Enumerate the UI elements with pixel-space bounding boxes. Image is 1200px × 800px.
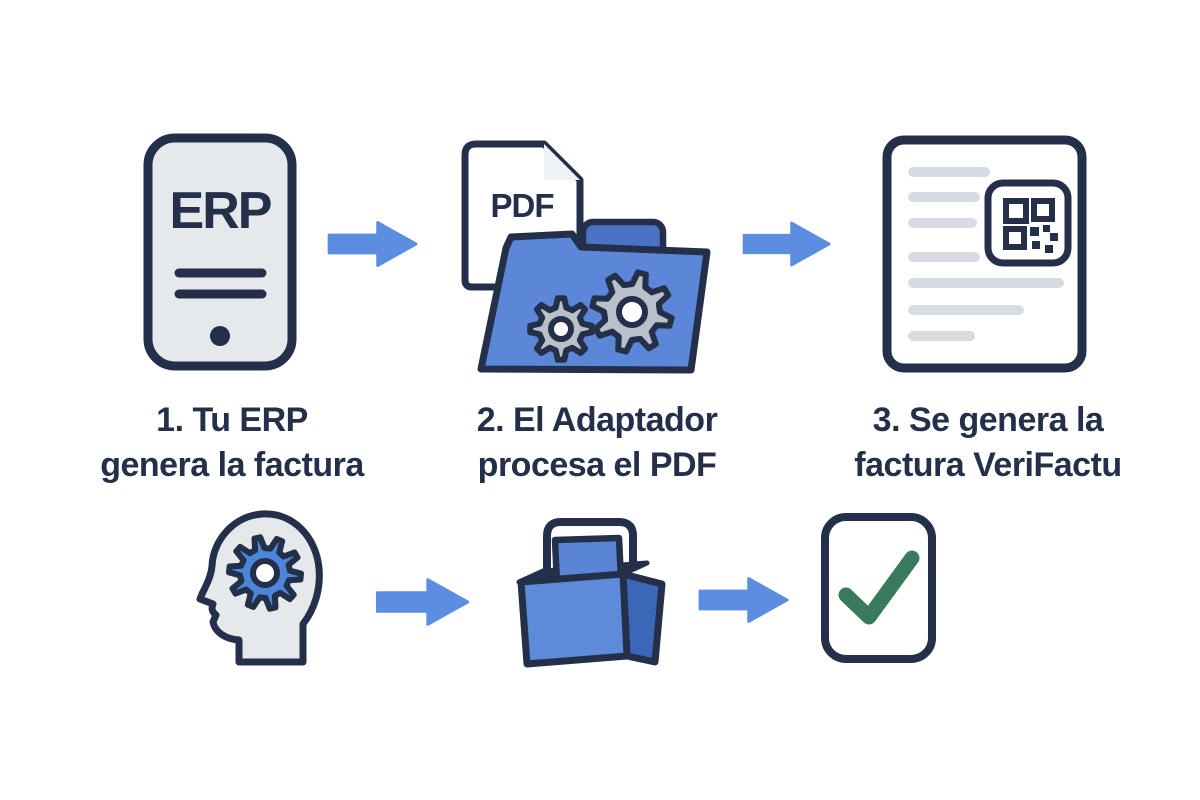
- checkmark-icon: [838, 550, 920, 625]
- erp-device-icon: ERP: [143, 133, 297, 371]
- erp-device-body: [143, 133, 297, 371]
- approved-page: [821, 513, 936, 663]
- processing-box-icon: [516, 518, 666, 668]
- step-2-label: 2. El Adaptador procesa el PDF: [407, 398, 787, 488]
- arrow-right-icon: [375, 578, 470, 626]
- pdf-document-fold: [544, 144, 580, 180]
- erp-device-label: ERP: [170, 182, 271, 240]
- arrow-right-icon: [742, 221, 831, 267]
- step-3-label: 3. Se genera la factura VeriFactu: [798, 398, 1178, 488]
- step-1-label-line-1: 1. Tu ERP: [156, 401, 308, 439]
- box-handle: [543, 518, 637, 572]
- step-2-label-line-2: procesa el PDF: [477, 445, 717, 484]
- arrow-right-icon: [698, 577, 789, 623]
- arrow-shape: [698, 577, 789, 623]
- head-with-gear-icon: [196, 510, 323, 666]
- step-3-label-line-2: factura VeriFactu: [854, 445, 1122, 484]
- gear-hub: [548, 316, 574, 342]
- step-1-label-line-2: genera la factura: [100, 445, 364, 484]
- gear-hub: [616, 296, 648, 328]
- step-1-label: 1. Tu ERP genera la factura: [32, 398, 432, 488]
- invoice-text-lines: [908, 167, 1064, 341]
- arrow-shape: [742, 221, 831, 267]
- box-front-face: [517, 570, 631, 668]
- pdf-document-label: PDF: [491, 187, 554, 224]
- qr-code-icon: [1003, 198, 1058, 253]
- arrow-right-icon: [327, 221, 418, 267]
- arrow-shape: [327, 221, 418, 267]
- step-3-label-line-1: 3. Se genera la: [872, 401, 1104, 439]
- approved-document-icon: [821, 513, 936, 663]
- arrow-shape: [375, 578, 470, 626]
- pdf-folder-gears-icon: PDF: [461, 140, 711, 374]
- step-2-label-line-1: 2. El Adaptador: [476, 401, 718, 439]
- erp-home-dot: [210, 326, 230, 346]
- verifactu-invoice-qr-icon: [882, 135, 1087, 373]
- gear-hub: [250, 558, 280, 588]
